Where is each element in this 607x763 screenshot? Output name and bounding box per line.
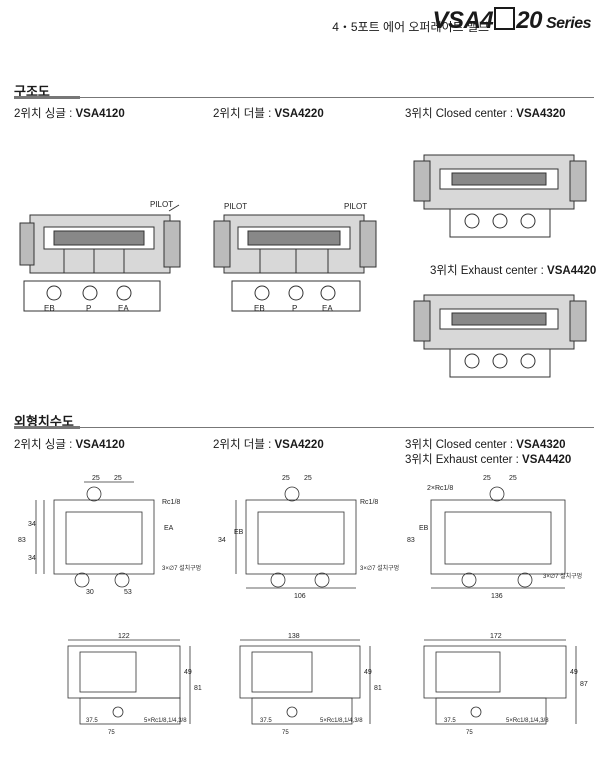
caption-double-dim: 2위치 더블 : VSA4220 (213, 439, 324, 451)
svg-text:34: 34 (28, 521, 36, 528)
svg-text:75: 75 (108, 730, 115, 736)
caption-single-dim: 2위치 싱글 : VSA4120 (14, 439, 125, 451)
front-view-double: 138 81 49 37.5 75 5×Rc1/8,1/4,3/8 (239, 633, 382, 736)
structure-diagram-single: PILOT EB P EA (19, 200, 181, 313)
svg-text:2×Rc1/8: 2×Rc1/8 (427, 485, 453, 492)
structure-diagram-exhaust-center (413, 294, 587, 378)
caption-double: 2위치 더블 : VSA4220 (213, 108, 324, 120)
svg-text:25: 25 (114, 475, 122, 482)
caption-closed-dim: 3위치 Closed center : VSA4320 (405, 439, 566, 451)
svg-text:106: 106 (294, 593, 306, 600)
top-view-single: 25 25 83 34 34 Rc1/8 3×∅7 설치구멍 30 53 EA (18, 475, 201, 596)
svg-text:EB: EB (254, 304, 265, 313)
section-title-structure: 구조도 (14, 84, 50, 99)
placeholder-square (494, 7, 516, 30)
svg-text:EA: EA (164, 525, 174, 532)
ea-label: EA (118, 304, 129, 313)
svg-text:83: 83 (407, 537, 415, 544)
model-suffix: 20 (516, 7, 542, 34)
top-view-double: 25 25 34 Rc1/8 3×∅7 설치구멍 106 EB (218, 475, 399, 600)
eb-label: EB (44, 304, 55, 313)
svg-text:138: 138 (288, 633, 300, 640)
svg-text:136: 136 (491, 593, 503, 600)
caption-exhaust-dim: 3위치 Exhaust center : VSA4420 (405, 454, 572, 466)
svg-text:5×Rc1/8,1/4,3/8: 5×Rc1/8,1/4,3/8 (144, 718, 187, 724)
svg-text:EA: EA (322, 304, 333, 313)
svg-text:172: 172 (490, 633, 502, 640)
caption-exhaust: 3위치 Exhaust center : VSA4420 (430, 265, 597, 277)
section-title-dimensions: 외형치수도 (14, 414, 74, 429)
svg-text:75: 75 (466, 730, 473, 736)
svg-text:87: 87 (580, 681, 588, 688)
front-view-single: 122 81 49 37.5 75 5×Rc1/8,1/4,3/8 (67, 633, 202, 736)
svg-text:Rc1/8: Rc1/8 (162, 499, 180, 506)
svg-text:EB: EB (419, 525, 429, 532)
svg-text:3×∅7 설치구멍: 3×∅7 설치구멍 (162, 564, 201, 572)
section-rule-dimensions (14, 427, 594, 428)
front-view-3pos: 172 87 49 37.5 75 5×Rc1/8,1/4,3/8 (423, 633, 588, 736)
svg-text:P: P (292, 304, 297, 313)
svg-text:3×∅7 설치구멍: 3×∅7 설치구멍 (360, 564, 399, 572)
series-label: Series (545, 15, 592, 32)
caption-single: 2위치 싱글 : VSA4120 (14, 108, 125, 120)
svg-text:37.5: 37.5 (260, 718, 272, 724)
svg-text:81: 81 (374, 685, 382, 692)
section-rule-structure (14, 97, 594, 98)
svg-text:25: 25 (92, 475, 100, 482)
svg-text:5×Rc1/8,1/4,3/8: 5×Rc1/8,1/4,3/8 (320, 718, 363, 724)
caption-closed: 3위치 Closed center : VSA4320 (405, 108, 566, 120)
svg-text:49: 49 (184, 669, 192, 676)
svg-text:3×∅7 설치구멍: 3×∅7 설치구멍 (543, 572, 582, 580)
structure-diagram-closed-center (413, 154, 587, 238)
header-subtitle: 4・5포트 에어 오퍼레이트 밸브 (332, 20, 489, 34)
svg-text:25: 25 (304, 475, 312, 482)
svg-text:30: 30 (86, 589, 94, 596)
pilot-label: PILOT (150, 200, 173, 209)
svg-text:EB: EB (234, 529, 244, 536)
svg-text:53: 53 (124, 589, 132, 596)
svg-text:25: 25 (483, 475, 491, 482)
svg-text:34: 34 (218, 537, 226, 544)
svg-text:75: 75 (282, 730, 289, 736)
structure-diagram-double: PILOT PILOT EB P EA (213, 202, 377, 313)
svg-text:37.5: 37.5 (86, 718, 98, 724)
svg-text:34: 34 (28, 555, 36, 562)
svg-text:122: 122 (118, 633, 130, 640)
svg-text:25: 25 (282, 475, 290, 482)
svg-text:49: 49 (570, 669, 578, 676)
svg-text:83: 83 (18, 537, 26, 544)
top-view-3pos: 2×Rc1/8 25 25 83 3×∅7 설치구멍 136 EB (407, 475, 582, 600)
p-label: P (86, 304, 91, 313)
svg-text:5×Rc1/8,1/4,3/8: 5×Rc1/8,1/4,3/8 (506, 718, 549, 724)
svg-text:PILOT: PILOT (224, 202, 247, 211)
svg-text:81: 81 (194, 685, 202, 692)
svg-text:PILOT: PILOT (344, 202, 367, 211)
model-prefix: VSA4 (432, 7, 494, 34)
svg-text:49: 49 (364, 669, 372, 676)
svg-text:Rc1/8: Rc1/8 (360, 499, 378, 506)
svg-text:25: 25 (509, 475, 517, 482)
svg-text:37.5: 37.5 (444, 718, 456, 724)
